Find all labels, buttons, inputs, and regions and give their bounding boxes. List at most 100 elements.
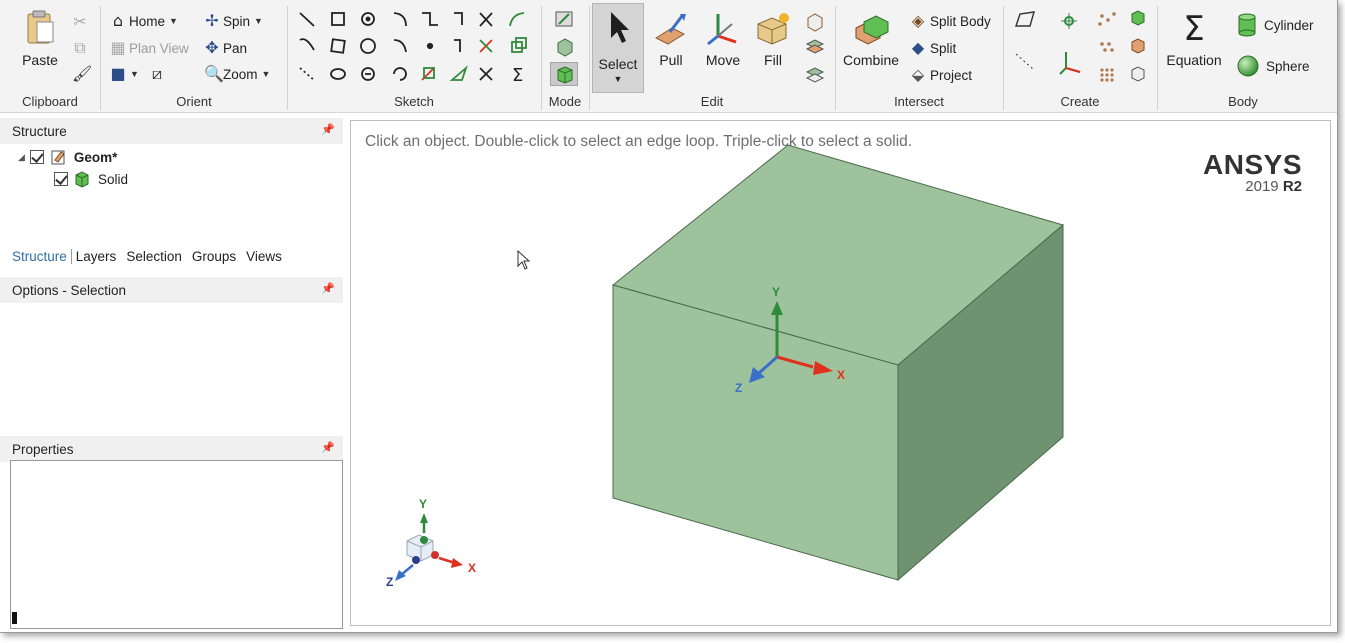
body-group: Σ Equation Cylinder Sphere Body bbox=[1158, 0, 1328, 113]
sketch-group-label: Sketch bbox=[394, 94, 434, 109]
sigma-icon: Σ bbox=[1183, 9, 1205, 49]
pan-button[interactable]: ✥Pan bbox=[205, 38, 248, 57]
pin-icon[interactable]: 📌 bbox=[321, 124, 335, 136]
spin-button[interactable]: ✢Spin▼ bbox=[205, 11, 263, 30]
pull-button[interactable]: Pull bbox=[648, 10, 694, 68]
ribbon-divider bbox=[835, 6, 836, 110]
select-label: Select bbox=[598, 56, 638, 72]
tree-label-geom: Geom* bbox=[73, 149, 118, 165]
visibility-checkbox[interactable] bbox=[29, 150, 44, 164]
fill-button[interactable]: Fill bbox=[750, 10, 796, 68]
home-button[interactable]: ⌂Home▼ bbox=[110, 13, 178, 29]
axis-label-x: X bbox=[837, 368, 845, 382]
create-tools-icon[interactable] bbox=[1012, 10, 1152, 86]
pin-icon[interactable]: 📌 bbox=[321, 442, 335, 454]
ribbon-divider bbox=[1003, 6, 1004, 110]
edit-small-tools-icon[interactable] bbox=[804, 12, 826, 88]
ansys-logo: ANSYS 2019 R2 bbox=[1203, 151, 1302, 195]
intersect-group-label: Intersect bbox=[894, 94, 944, 109]
tab-views[interactable]: Views bbox=[246, 248, 282, 264]
equation-button[interactable]: Σ Equation bbox=[1166, 9, 1222, 68]
axis-label-z: Z bbox=[735, 381, 742, 395]
copy-icon[interactable]: ⧉ bbox=[74, 38, 86, 57]
section-mode-icon[interactable] bbox=[554, 37, 576, 57]
tab-groups[interactable]: Groups bbox=[191, 248, 237, 264]
options-panel-header: Options - Selection 📌 bbox=[0, 277, 343, 303]
combine-button[interactable]: Combine bbox=[840, 10, 902, 68]
options-panel-title: Options - Selection bbox=[12, 283, 127, 298]
sketch-mode-icon[interactable] bbox=[554, 10, 576, 30]
solid-side-face[interactable] bbox=[897, 223, 1064, 582]
chevron-down-icon: ▼ bbox=[169, 16, 178, 26]
view-cube-button[interactable]: ■▼⧄ bbox=[110, 66, 165, 82]
zoom-button[interactable]: 🔍Zoom▼ bbox=[204, 64, 271, 83]
sketch-tools-icon[interactable]: Σ bbox=[294, 8, 540, 86]
move-button[interactable]: Move bbox=[700, 10, 746, 68]
chevron-down-icon: ▼ bbox=[613, 74, 623, 84]
project-button[interactable]: ⬙Project bbox=[911, 65, 973, 84]
create-group-label: Create bbox=[1060, 94, 1100, 109]
split-icon: ◆ bbox=[911, 38, 925, 57]
ribbon-divider bbox=[100, 6, 101, 110]
solid-cube-icon bbox=[75, 171, 89, 188]
properties-grid[interactable] bbox=[10, 460, 343, 629]
pin-icon[interactable]: 📌 bbox=[321, 283, 335, 295]
pan-icon: ✥ bbox=[205, 38, 219, 57]
collapse-icon[interactable]: ◢ bbox=[18, 151, 25, 162]
3d-mode-button[interactable] bbox=[550, 62, 578, 86]
tree-node-geom[interactable]: ◢ Geom* bbox=[18, 148, 117, 166]
properties-panel-title: Properties bbox=[12, 442, 74, 457]
sphere-icon bbox=[1237, 55, 1259, 77]
split-body-icon: ◈ bbox=[911, 11, 925, 30]
tree-node-solid[interactable]: Solid bbox=[54, 170, 128, 188]
select-button[interactable]: Select ▼ bbox=[592, 3, 644, 93]
home-icon: ⌂ bbox=[112, 11, 124, 30]
cylinder-button[interactable]: Cylinder bbox=[1236, 13, 1314, 37]
tab-selection[interactable]: Selection bbox=[126, 248, 182, 264]
sketch-group: Σ Sketch bbox=[288, 0, 540, 113]
combine-icon bbox=[852, 10, 890, 48]
split-body-button[interactable]: ◈Split Body bbox=[911, 11, 991, 30]
pointer-icon bbox=[611, 12, 629, 43]
solid-cube-icon bbox=[557, 66, 573, 84]
pull-icon bbox=[652, 10, 690, 48]
cut-icon[interactable]: ✂ bbox=[73, 12, 87, 31]
coordinate-triad[interactable]: Y X Z bbox=[735, 285, 845, 395]
design-icon bbox=[51, 150, 65, 165]
ribbon-divider bbox=[287, 6, 288, 110]
plan-view-button[interactable]: ▦Plan View bbox=[110, 38, 189, 57]
cube-axis-label-x: X bbox=[468, 561, 476, 575]
visibility-checkbox[interactable] bbox=[54, 172, 68, 186]
chevron-down-icon: ▼ bbox=[254, 16, 263, 26]
brand-version: 2019 R2 bbox=[1245, 178, 1302, 195]
scroll-handle[interactable] bbox=[12, 612, 17, 624]
paste-button[interactable]: Paste bbox=[14, 10, 66, 68]
left-panel: Structure 📌 ◢ Geom* Solid Structure Laye… bbox=[0, 114, 346, 632]
clipboard-icon bbox=[21, 10, 59, 48]
edit-group-label: Edit bbox=[700, 94, 724, 109]
solid-body[interactable]: Y X Z Y X Z bbox=[351, 121, 1331, 626]
ribbon: Paste ✂ ⧉ 🖌 Clipboard ⌂Home▼ ▦Plan View … bbox=[0, 0, 1337, 113]
format-painter-icon[interactable]: 🖌 bbox=[72, 64, 93, 83]
brand-name: ANSYS bbox=[1203, 149, 1302, 180]
chevron-down-icon: ▼ bbox=[261, 69, 271, 79]
body-group-label: Body bbox=[1228, 94, 1258, 109]
sphere-button[interactable]: Sphere bbox=[1236, 54, 1310, 78]
3d-viewport[interactable]: Click an object. Double-click to select … bbox=[350, 120, 1331, 626]
view-cube[interactable]: Y X Z bbox=[386, 497, 476, 589]
tree-label-solid: Solid bbox=[98, 171, 129, 187]
tab-layers[interactable]: Layers bbox=[75, 248, 117, 264]
paste-label: Paste bbox=[22, 52, 58, 68]
properties-panel-header: Properties 📌 bbox=[0, 436, 343, 462]
tab-structure[interactable]: Structure bbox=[12, 248, 72, 264]
svg-text:Σ: Σ bbox=[512, 65, 523, 86]
ribbon-divider bbox=[541, 6, 542, 110]
cylinder-icon bbox=[1238, 13, 1256, 37]
spin-icon: ✢ bbox=[205, 11, 219, 30]
move-icon bbox=[704, 10, 742, 48]
create-group: Create bbox=[1004, 0, 1156, 113]
structure-panel-header: Structure 📌 bbox=[0, 118, 343, 144]
cube-axis-label-z: Z bbox=[386, 575, 393, 589]
split-button[interactable]: ◆Split bbox=[911, 38, 957, 57]
app-window: Paste ✂ ⧉ 🖌 Clipboard ⌂Home▼ ▦Plan View … bbox=[0, 0, 1338, 633]
